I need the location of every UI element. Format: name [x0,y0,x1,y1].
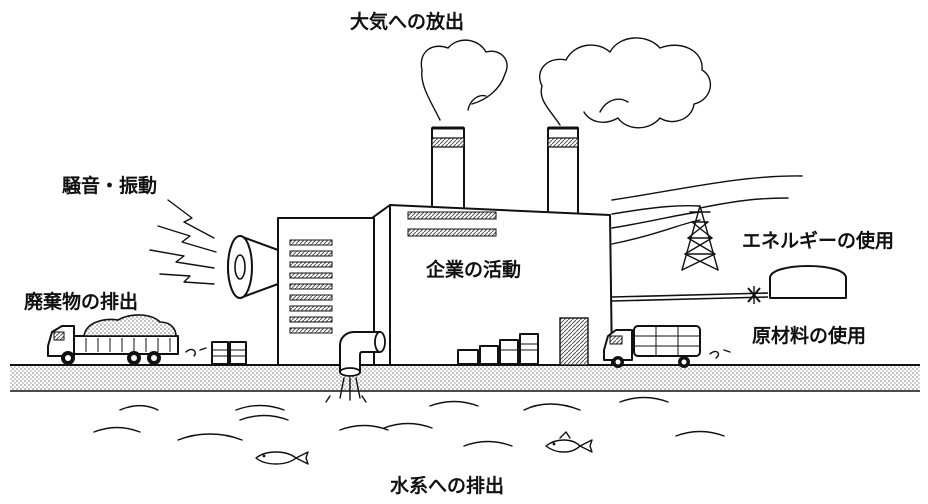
chimney-right [547,126,579,225]
label-corporate-activity: 企業の活動 [425,258,521,281]
label-discharge-water: 水系への排出 [390,474,504,497]
power-pylon-icon [681,205,719,271]
label-energy-use: エネルギーの使用 [742,230,894,252]
power-lines-icon [611,175,803,245]
waste-drums-icon [211,341,247,365]
factory-building [277,204,613,366]
smoke-wisp-right [599,98,629,113]
raw-material-truck-icon [603,325,731,368]
fish-icon-right [545,431,593,453]
smoke-cloud-right [539,37,712,129]
noise-lightning-icon [149,199,217,285]
ground-strip [10,365,920,391]
fish-icon-left [255,451,309,465]
label-noise-vibration: 騒音・振動 [62,174,157,197]
smoke-cloud-left [420,39,508,121]
label-emission-air: 大気への放出 [350,10,464,33]
gas-tank-icon [769,265,847,299]
material-stack-icon [457,333,539,365]
horn-speaker-icon [227,235,279,299]
water-outflow-icon [325,377,367,403]
water-waves [93,396,725,447]
waste-truck-icon [47,314,207,365]
chimney-left [431,126,465,219]
label-waste-discharge: 廃棄物の排出 [24,290,138,313]
label-raw-material-use: 原材料の使用 [752,324,866,347]
smoke-wisp-left [467,94,487,111]
drain-pipe-icon [339,331,386,377]
pipeline-icon [611,286,769,304]
